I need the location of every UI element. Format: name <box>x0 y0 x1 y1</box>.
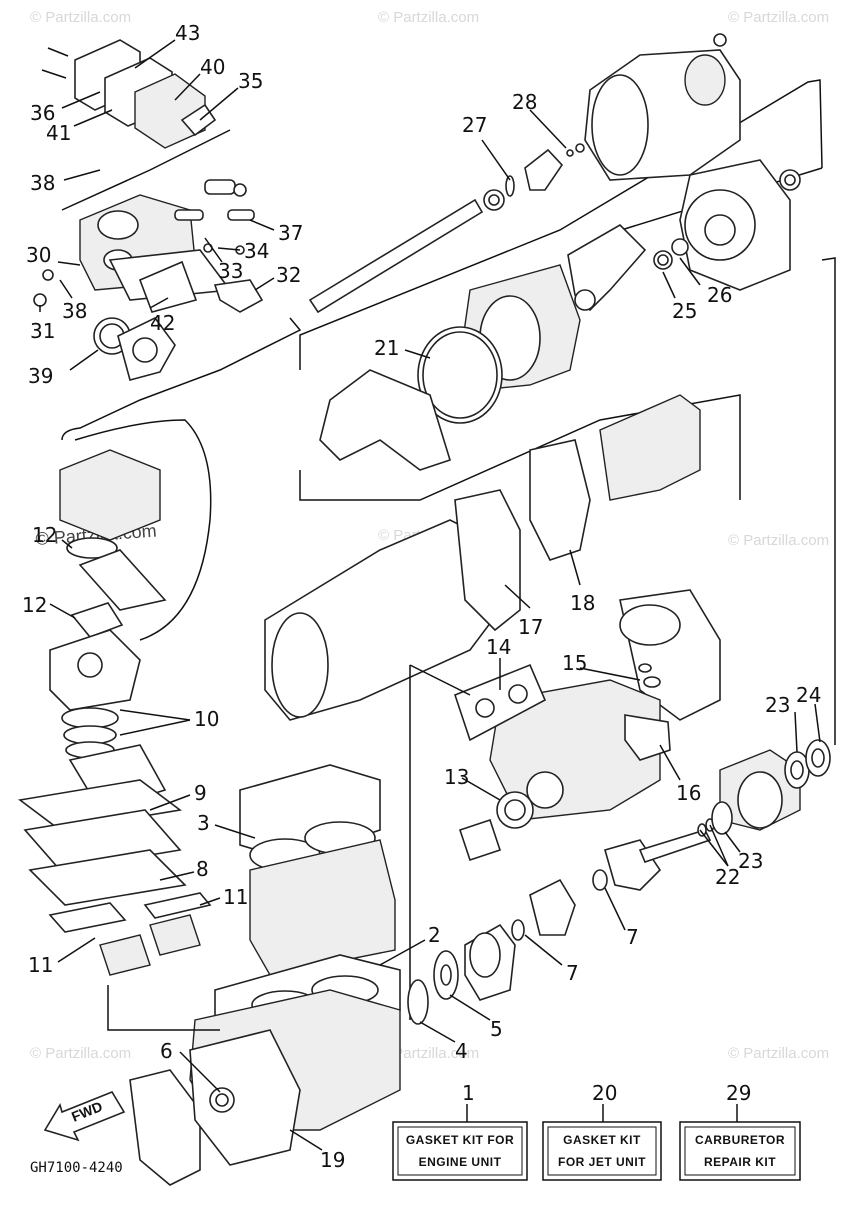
callout-33: 33 <box>218 259 243 283</box>
callout-30: 30 <box>26 243 51 267</box>
callout-22: 22 <box>715 865 740 889</box>
callout-21: 21 <box>374 336 399 360</box>
callout-8: 8 <box>196 857 209 881</box>
callout-9: 9 <box>194 781 207 805</box>
callouts: 43 40 35 36 41 38 37 30 34 33 32 38 31 4… <box>22 21 821 1172</box>
exhaust-assembly <box>264 394 721 1020</box>
callout-26: 26 <box>707 283 732 307</box>
callout-23: 23 <box>738 849 763 873</box>
callout-32: 32 <box>276 263 301 287</box>
callout-24: 24 <box>796 683 821 707</box>
watermark: © Partzilla.com <box>378 9 479 26</box>
callout-39: 39 <box>28 364 53 388</box>
callout-31: 31 <box>30 319 55 343</box>
callout-28: 28 <box>512 90 537 114</box>
callout-23: 23 <box>765 693 790 717</box>
callout-3: 3 <box>197 811 210 835</box>
callout-38: 38 <box>62 299 87 323</box>
kit-label-line1: GASKET KIT FOR <box>406 1133 514 1147</box>
callout-7: 7 <box>626 925 639 949</box>
kit-label-line1: GASKET KIT <box>563 1133 641 1147</box>
watermark: © Partzilla.com <box>728 1045 829 1062</box>
watermark: © Partzilla.com <box>30 1045 131 1062</box>
callout-19: 19 <box>320 1148 345 1172</box>
callout-17: 17 <box>518 615 543 639</box>
callout-12: 12 <box>32 523 57 547</box>
watermark: © Partzilla.com <box>728 532 829 549</box>
callout-34: 34 <box>244 239 269 263</box>
drawing-code: GH7100-4240 <box>30 1160 123 1176</box>
callout-7: 7 <box>566 961 579 985</box>
callout-11: 11 <box>28 953 53 977</box>
callout-12: 12 <box>22 593 47 617</box>
kit-label-line1: CARBURETOR <box>695 1133 785 1147</box>
kit-box-engine: 1 GASKET KIT FOR ENGINE UNIT <box>392 1081 528 1181</box>
callout-43: 43 <box>175 21 200 45</box>
callout-36: 36 <box>30 101 55 125</box>
engine-assembly <box>18 257 836 1186</box>
kit-number: 1 <box>462 1081 475 1105</box>
callout-6: 6 <box>160 1039 173 1063</box>
forward-arrow-icon: FWD <box>43 1091 126 1142</box>
callout-37: 37 <box>278 221 303 245</box>
kit-box-carburetor: 29 CARBURETOR REPAIR KIT <box>679 1081 801 1181</box>
callout-35: 35 <box>238 69 263 93</box>
callout-5: 5 <box>490 1017 503 1041</box>
kit-label-line2: ENGINE UNIT <box>419 1155 502 1169</box>
callout-42: 42 <box>150 311 175 335</box>
callout-15: 15 <box>562 651 587 675</box>
kit-box-jet: 20 GASKET KIT FOR JET UNIT <box>542 1081 662 1181</box>
callout-25: 25 <box>672 299 697 323</box>
callout-11: 11 <box>223 885 248 909</box>
kit-label-line2: FOR JET UNIT <box>558 1155 646 1169</box>
callout-13: 13 <box>444 765 469 789</box>
watermark: © Partzilla.com <box>30 9 131 26</box>
watermark: © Partzilla.com <box>728 9 829 26</box>
callout-18: 18 <box>570 591 595 615</box>
callout-38: 38 <box>30 171 55 195</box>
kit-number: 29 <box>726 1081 751 1105</box>
callout-10: 10 <box>194 707 219 731</box>
jet-pump-assembly <box>299 33 823 501</box>
callout-2: 2 <box>428 923 441 947</box>
callout-27: 27 <box>462 113 487 137</box>
kit-label-line2: REPAIR KIT <box>704 1155 776 1169</box>
callout-4: 4 <box>455 1039 468 1063</box>
callout-14: 14 <box>486 635 511 659</box>
kit-number: 20 <box>592 1081 617 1105</box>
callout-40: 40 <box>200 55 225 79</box>
callout-41: 41 <box>46 121 71 145</box>
callout-16: 16 <box>676 781 701 805</box>
watermark: © Partzilla.com <box>378 1045 479 1062</box>
